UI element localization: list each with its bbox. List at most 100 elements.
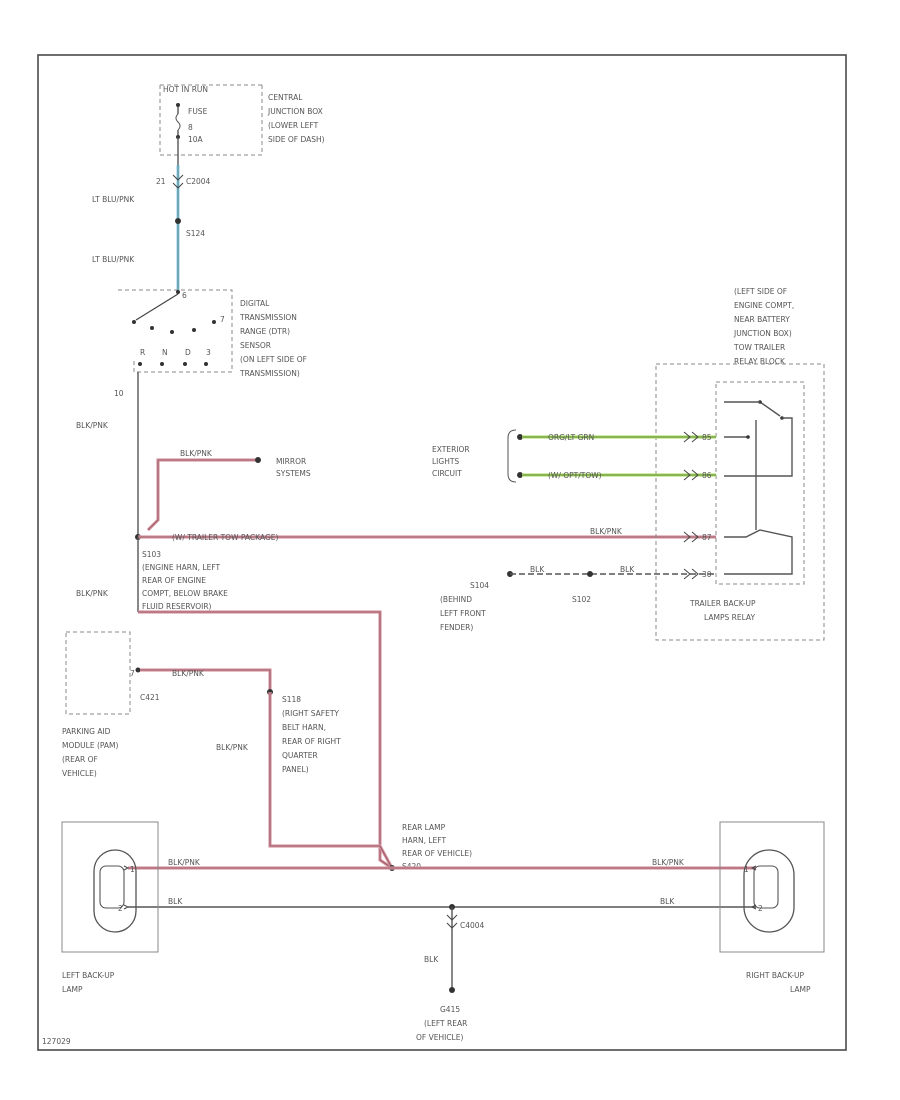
- rear-harness-1: REAR LAMP: [402, 823, 446, 832]
- right-lamp-pin-2: 2: [758, 904, 763, 913]
- fuse-location-line-2: JUNCTION BOX: [267, 107, 323, 116]
- dtr-pin-r: R: [140, 348, 145, 357]
- pam-pin: 7: [130, 669, 135, 678]
- lamp-wire-right: BLK/PNK: [652, 858, 685, 867]
- dtr-line-5: (ON LEFT SIDE OF: [240, 355, 307, 364]
- pam-line-1: PARKING AID: [62, 727, 111, 736]
- relay-loc-4: JUNCTION BOX): [733, 329, 792, 338]
- blk-wire-1: BLK: [530, 565, 545, 574]
- pam-line-3: (REAR OF: [62, 755, 98, 764]
- exterior-lights: EXTERIOR LIGHTS CIRCUIT ORG/LT GRN (W/ O…: [432, 429, 716, 483]
- green-wire-1: ORG/LT GRN: [548, 433, 594, 442]
- relay-block: (LEFT SIDE OF ENGINE COMPT, NEAR BATTERY…: [655, 287, 825, 641]
- c2004-label: C2004: [186, 177, 211, 186]
- lt-blu-label-1: LT BLU/PNK: [92, 195, 135, 204]
- right-bulb-icon: [753, 865, 779, 909]
- trailer-relay-1: TRAILER BACK-UP: [689, 599, 756, 608]
- fuse-terminal-top: [176, 103, 180, 107]
- dtr-sensor: 6 7 R N D 3 DIGITAL TRANSMISSION RANGE (…: [114, 289, 307, 398]
- green-wire-2: (W/ OPT/TOW): [548, 471, 602, 480]
- blk-pnk-label-1: BLK/PNK: [76, 421, 109, 430]
- dtr-pin-top: 6: [182, 291, 187, 300]
- fuse-location-line-1: CENTRAL: [268, 93, 303, 102]
- s104-line-2: (BEHIND: [440, 595, 472, 604]
- s103-line-4: COMPT, BELOW BRAKE: [142, 589, 228, 598]
- dtr-line-3: RANGE (DTR): [240, 327, 290, 336]
- s103-line-5: FLUID RESERVOIR): [142, 602, 212, 611]
- dtr-pin-right: 7: [220, 315, 225, 324]
- s103-line-3: REAR OF ENGINE: [142, 576, 206, 585]
- g415-line-1: G415: [440, 1005, 460, 1014]
- right-lamp-line-1: RIGHT BACK-UP: [746, 971, 805, 980]
- main-blk-pnk-wire: BLK/PNK: [76, 372, 139, 537]
- s118-line-5: QUARTER: [282, 751, 318, 760]
- fuse-location-line-4: SIDE OF DASH): [268, 135, 325, 144]
- relay-loc-2: ENGINE COMPT,: [734, 301, 794, 310]
- footer-code: 127029: [42, 1037, 71, 1046]
- diagram-frame: [37, 54, 847, 1051]
- dtr-pin-d: D: [185, 348, 191, 357]
- blk-pnk-label-3: BLK/PNK: [216, 743, 249, 752]
- left-bulb-icon: [99, 865, 125, 909]
- left-lamp-line-2: LAMP: [62, 985, 83, 994]
- g415-line-3: OF VEHICLE): [416, 1033, 463, 1042]
- rear-harness-2: HARN, LEFT: [402, 836, 446, 845]
- dtr-line-6: TRANSMISSION): [239, 369, 300, 378]
- mirror-system-1: MIRROR: [276, 457, 306, 466]
- dtr-pin-n: N: [162, 348, 168, 357]
- pam-line-2: MODULE (PAM): [62, 741, 119, 750]
- right-back-up-lamp: 1 2 RIGHT BACK-UP LAMP: [719, 821, 825, 994]
- connector-c2004-icon: [172, 174, 184, 189]
- splice-s124: [175, 218, 181, 224]
- s104-line-4: FENDER): [440, 623, 473, 632]
- s118-line-2: (RIGHT SAFETY: [282, 709, 339, 718]
- s118-line-6: PANEL): [282, 765, 309, 774]
- s104-line-3: LEFT FRONT: [440, 609, 486, 618]
- relay-switch-arm: [759, 401, 781, 417]
- rear-harness: REAR LAMP HARN, LEFT REAR OF VEHICLE) S4…: [128, 823, 756, 1042]
- pam-line-4: VEHICLE): [62, 769, 97, 778]
- ext-lights-3: CIRCUIT: [432, 469, 462, 478]
- connector-c4004-icon: [446, 914, 458, 929]
- mirror-wire-label: BLK/PNK: [180, 449, 213, 458]
- s102-label: S102: [572, 595, 591, 604]
- dtr-pin-3: 3: [206, 348, 211, 357]
- ext-lights-1: EXTERIOR: [432, 445, 470, 454]
- c4004-label: C4004: [460, 921, 485, 930]
- dtr-switch-arm: [135, 293, 179, 321]
- fuse-amps: 10A: [188, 135, 204, 144]
- lamp-blk-left: BLK: [168, 897, 183, 906]
- splice-s102: [587, 571, 593, 577]
- s118-line-1: S118: [282, 695, 301, 704]
- lt-blu-label-2: LT BLU/PNK: [92, 255, 135, 264]
- dtr-line-1: DIGITAL: [240, 299, 270, 308]
- pam-wire-label: BLK/PNK: [172, 669, 205, 678]
- ext-lights-2: LIGHTS: [432, 457, 459, 466]
- relay-loc-1: (LEFT SIDE OF: [734, 287, 787, 296]
- relay-pin-2: 86: [702, 471, 712, 480]
- mirror-branch: BLK/PNK MIRROR SYSTEMS: [146, 449, 311, 532]
- s103-line-2: (ENGINE HARN, LEFT: [142, 563, 220, 572]
- blk-pnk-label-2: BLK/PNK: [76, 589, 109, 598]
- s118-line-4: REAR OF RIGHT: [282, 737, 341, 746]
- g415-line-2: (LEFT REAR: [424, 1019, 467, 1028]
- relay-loc-5: TOW TRAILER: [733, 343, 785, 352]
- ground-wire-label: BLK: [424, 955, 439, 964]
- fuse-icon: [175, 113, 181, 131]
- mirror-system-2: SYSTEMS: [276, 469, 311, 478]
- relay-pin-4: 30: [702, 570, 712, 579]
- relay-out-wire-label: BLK/PNK: [590, 527, 623, 536]
- left-back-up-lamp: 1 2 LEFT BACK-UP LAMP: [61, 821, 159, 994]
- pam-terminal: [135, 667, 141, 673]
- s118-line-3: BELT HARN,: [282, 723, 326, 732]
- ground-g415: [449, 987, 455, 993]
- relay-loc-6: RELAY BLOCK: [734, 357, 786, 366]
- s118-wire: S118 (RIGHT SAFETY BELT HARN, REAR OF RI…: [216, 692, 394, 869]
- right-lamp-line-2: LAMP: [790, 985, 811, 994]
- blk-wire-2: BLK: [620, 565, 635, 574]
- right-lamp-pin-1: 1: [744, 865, 749, 874]
- dtr-line-2: TRANSMISSION: [239, 313, 297, 322]
- left-lamp-line-1: LEFT BACK-UP: [62, 971, 115, 980]
- lamp-blk-right: BLK: [660, 897, 675, 906]
- left-lamp-pin-1: 1: [130, 865, 135, 874]
